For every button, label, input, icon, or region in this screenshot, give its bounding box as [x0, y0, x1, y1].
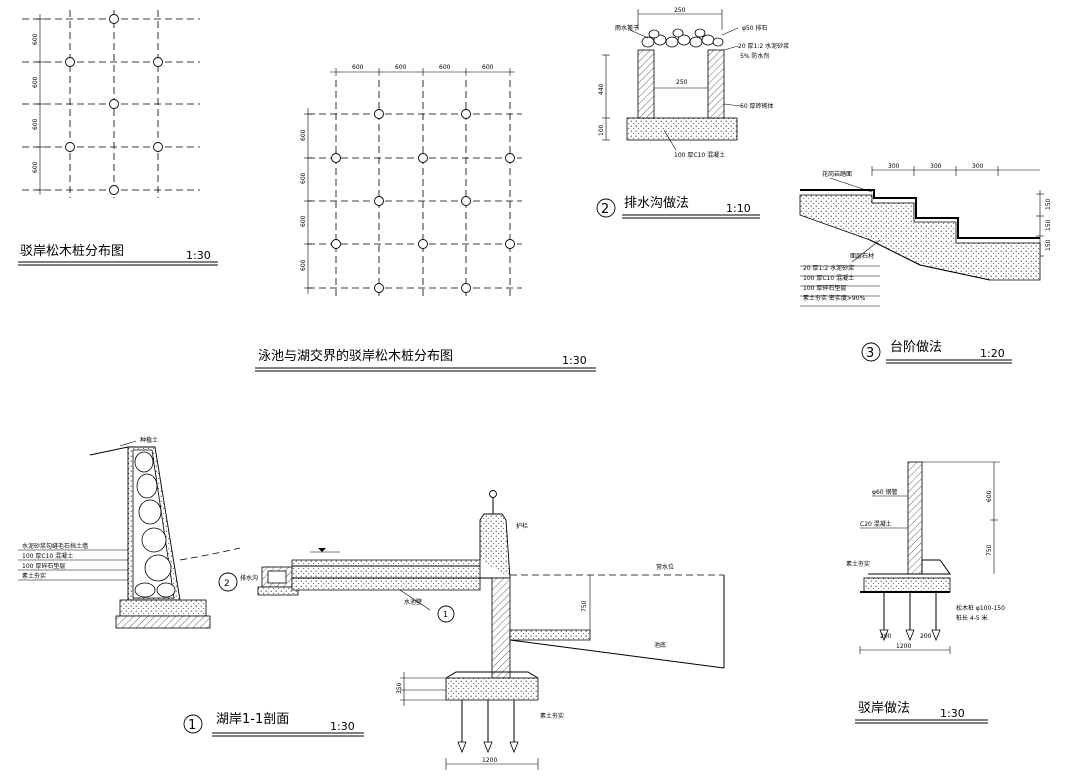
section-callout-number: 1 [443, 610, 448, 619]
drawing-title: 泳池与湖交界的驳岸松木桩分布图 [258, 348, 453, 364]
drawing-number: 3 [866, 346, 874, 361]
dimension-line-a: 600 600 600 600 [32, 14, 44, 195]
step-label: 20 厚1:2 水泥砂浆 [803, 264, 854, 272]
revetment-label: C20 混凝土 [860, 520, 892, 528]
dimension-left-b: 600 600 600 600 [300, 108, 312, 294]
drain-detail: 250 250 440 100 雨水篦子 φ50 排石 20 厚1:2 水泥砂浆… [596, 7, 789, 219]
drawing-number-circle [596, 198, 616, 218]
dim-label: 600 [482, 64, 494, 71]
dim-label: 600 [352, 64, 364, 71]
section-label: 池底 [654, 641, 666, 649]
drain-label: 20 厚1:2 水泥砂浆 [738, 42, 789, 50]
pile-grid-b [308, 80, 522, 296]
dim-label: 440 [598, 83, 605, 95]
section-label: 护栏 [516, 522, 528, 530]
section-label: 种植土 [140, 436, 158, 444]
dim-label: 200 [880, 633, 892, 640]
section-label: 素土夯实 [540, 712, 564, 720]
section-label: 100 厚C10 混凝土 [22, 552, 73, 560]
section-label: 100 厚碎石垫层 [22, 562, 65, 570]
dim-label: 600 [300, 215, 307, 227]
revetment-label: 素土夯实 [846, 560, 870, 568]
dim-label: 250 [676, 79, 688, 86]
footing-piles [457, 700, 519, 754]
dim-label: 600 [32, 161, 39, 173]
step-label: 素土夯实 密实度>90% [803, 294, 866, 302]
dim-label: 600 [32, 76, 39, 88]
dim-label: 750 [581, 600, 588, 612]
dim-label: 150 [1045, 198, 1052, 210]
drain-label: 60 厚砖砌体 [740, 102, 774, 110]
dim-label: 100 [598, 124, 605, 136]
section-label: 水池壁 [404, 598, 422, 606]
drawing-scale: 1:30 [330, 720, 355, 733]
drain-label: φ50 排石 [742, 24, 768, 32]
dim-label: 600 [986, 490, 993, 502]
dim-label: 600 [300, 259, 307, 271]
step-label: 花岗岩踏面 [822, 170, 852, 178]
step-label: 面层石材 [850, 252, 874, 260]
drawing-title: 驳岸松木桩分布图 [20, 244, 124, 259]
detail-callout-number: 2 [224, 579, 230, 589]
step-label: 100 厚C10 混凝土 [803, 274, 854, 282]
dimension-top-b: 600 600 600 600 [330, 64, 515, 76]
step-dimensions: 300 300 300 150 150 150 [871, 163, 1052, 257]
dim-label: 600 [300, 172, 307, 184]
step-label: 100 厚碎石垫层 [803, 284, 846, 292]
dim-label: 150 [1045, 239, 1052, 251]
drawing-number-circle [861, 342, 881, 362]
section-label: 素土夯实 [22, 572, 46, 580]
dim-label: 350 [396, 682, 403, 694]
drawing-scale: 1:20 [980, 347, 1005, 360]
dim-label: 250 [674, 7, 686, 14]
drawing-number: 1 [188, 718, 196, 733]
dim-label: 200 [920, 633, 932, 640]
pile-circles-b [331, 109, 515, 293]
revetment-label: 松木桩 φ100-150 [956, 604, 1005, 612]
section-label: 常水位 [656, 563, 674, 571]
dim-label: 300 [888, 163, 900, 170]
section-callout-circle [437, 605, 455, 623]
dim-label: 150 [1045, 219, 1052, 231]
pile-layout-a: 600 600 600 600 驳岸松木桩分布图 1:30 [18, 10, 218, 266]
drawing-scale: 1:10 [726, 202, 751, 215]
dim-label: 600 [439, 64, 451, 71]
dim-label: 1200 [896, 643, 911, 650]
rubble-stones [134, 451, 176, 598]
dim-label: 750 [986, 544, 993, 556]
drain-label: 雨水篦子 [615, 24, 639, 32]
drawing-title: 驳岸做法 [858, 701, 910, 716]
drawing-title: 湖岸1-1剖面 [216, 712, 289, 727]
drawing-title: 台阶做法 [890, 340, 942, 355]
pile-circles-a [65, 14, 163, 195]
dim-label: 600 [32, 33, 39, 45]
dim-label: 300 [972, 163, 984, 170]
detail-callout-circle [218, 572, 238, 592]
section-label: 水泥砂浆勾缝毛石挡土墙 [22, 542, 88, 550]
drawing-scale: 1:30 [562, 354, 587, 367]
drawing-number-circle [183, 714, 203, 734]
drawing-scale: 1:30 [940, 707, 965, 720]
drain-cobbles [641, 28, 724, 48]
section-label: 排水沟 [240, 574, 258, 582]
revetment-detail: 600 750 1200 200 200 φ60 钢管 C20 混凝土 素土夯实… [846, 461, 1005, 724]
drawing-number: 2 [601, 202, 609, 217]
dim-label: 600 [395, 64, 407, 71]
dim-label: 600 [32, 118, 39, 130]
drain-label: 5% 防水剂 [740, 52, 769, 60]
lake-section: 种植土 水泥砂浆勾缝毛石挡土墙 100 厚C10 混凝土 100 厚碎石垫层 素… [18, 436, 725, 770]
pile-layout-b: 600 600 600 600 600 600 600 600 泳池与湖交界的驳… [255, 64, 596, 372]
step-detail: 300 300 300 150 150 150 花岗岩踏面 面层石材 20 厚1… [799, 163, 1052, 364]
drawing-title: 排水沟做法 [624, 196, 689, 211]
dim-label: 600 [300, 129, 307, 141]
revetment-piles [879, 592, 941, 642]
revetment-label: φ60 钢管 [872, 488, 898, 496]
drain-dimensions: 250 250 440 100 [598, 7, 723, 141]
drain-label: 100 厚C10 混凝土 [674, 151, 725, 159]
drawing-scale: 1:30 [186, 249, 211, 262]
revetment-label: 桩长 4-5 米 [956, 614, 988, 622]
dim-label: 300 [930, 163, 942, 170]
dim-label: 1200 [482, 757, 497, 764]
